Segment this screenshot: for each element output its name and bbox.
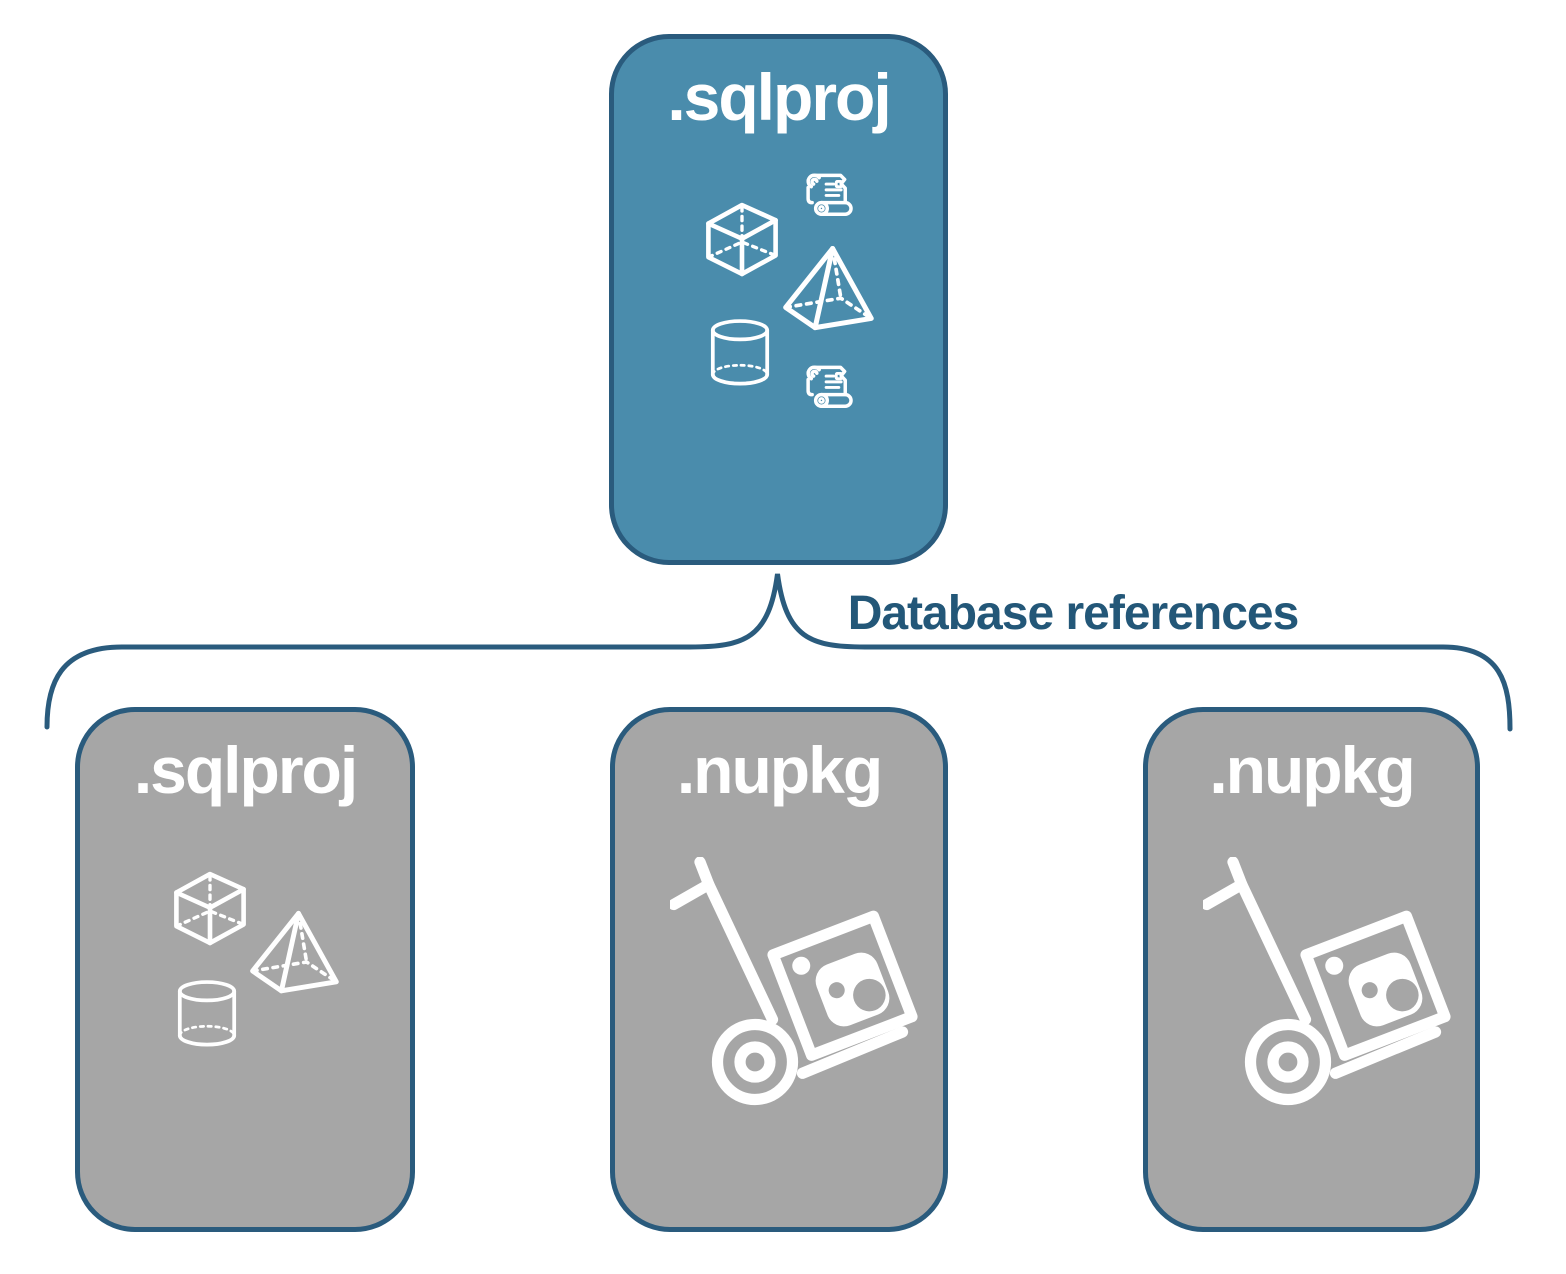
child-node-nupkg-1: .nupkg <box>610 707 948 1232</box>
cube-icon <box>166 864 254 948</box>
parent-node-label: .sqlproj <box>667 60 891 134</box>
cube-icon <box>698 195 786 279</box>
cylinder-icon <box>706 313 774 391</box>
script-scroll-icon <box>800 169 858 227</box>
child-node-sqlproj: .sqlproj <box>75 707 415 1232</box>
handtruck-package-icon <box>670 857 920 1107</box>
pyramid-icon <box>776 243 880 335</box>
child-node-label: .nupkg <box>676 733 883 807</box>
child-node-label: .sqlproj <box>133 733 358 807</box>
child-node-label: .nupkg <box>1209 733 1415 807</box>
script-scroll-icon <box>800 361 858 419</box>
cylinder-icon <box>173 974 241 1052</box>
parent-node-sqlproj: .sqlproj <box>609 34 948 565</box>
pyramid-icon <box>244 908 344 998</box>
edge-label: Database references <box>847 587 1300 640</box>
child-node-nupkg-2: .nupkg <box>1143 707 1480 1232</box>
handtruck-package-icon <box>1203 857 1453 1107</box>
